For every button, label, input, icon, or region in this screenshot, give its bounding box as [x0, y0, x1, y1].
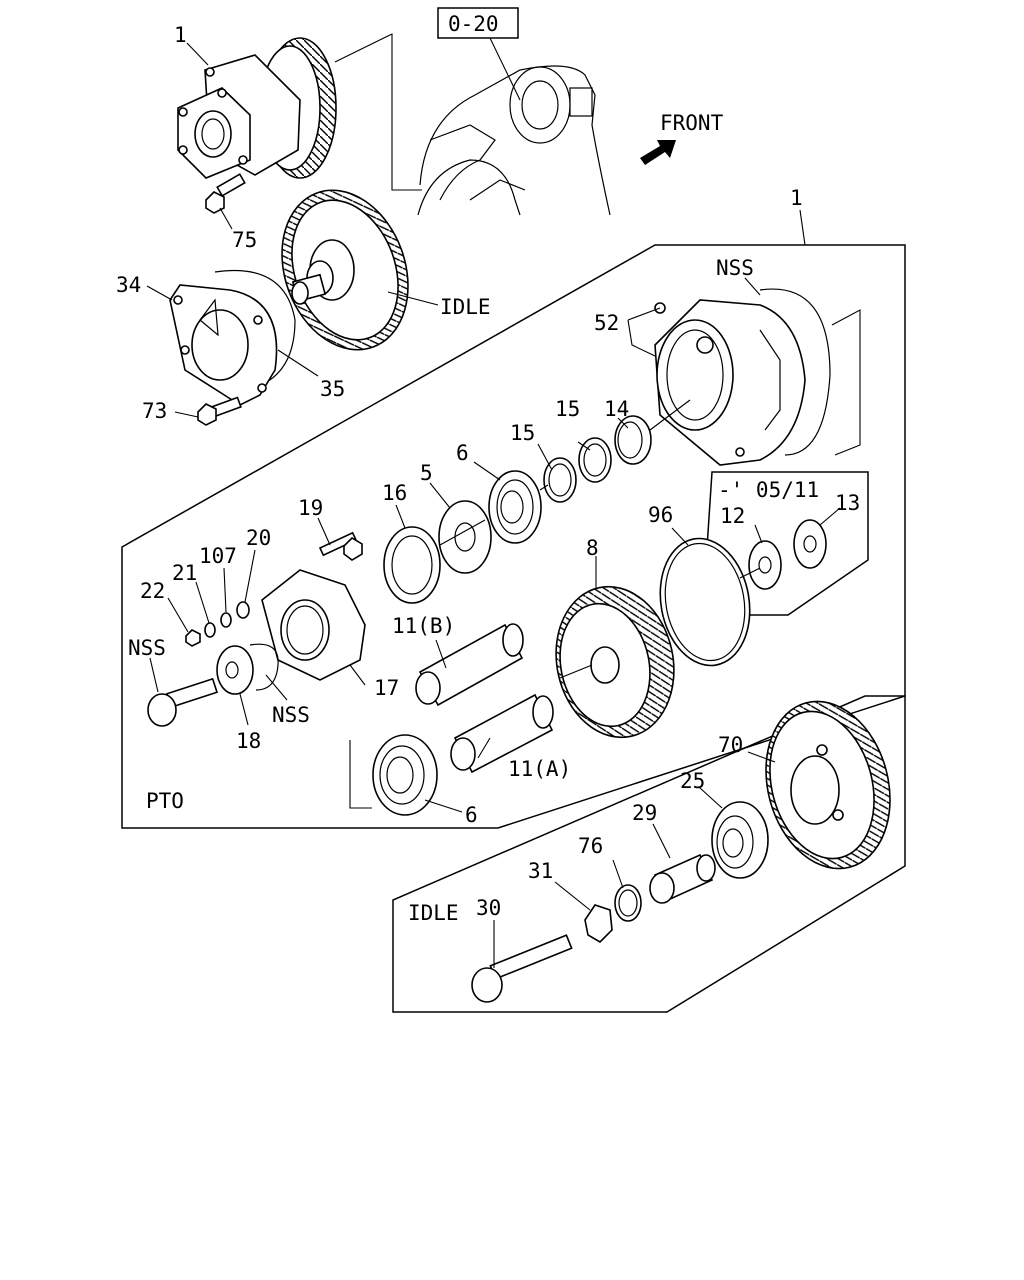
callout-29: 29	[632, 801, 657, 825]
callout-96: 96	[648, 503, 673, 527]
snap-ring-15b	[578, 437, 612, 483]
callout-34: 34	[116, 273, 141, 297]
idle-frame	[392, 695, 906, 1013]
leader-lines	[146, 42, 841, 968]
idle-gear-70	[765, 700, 891, 870]
washer-21	[204, 622, 216, 638]
callout-1-top: 1	[174, 23, 187, 47]
seal-16	[383, 526, 441, 604]
bearing-6-upper	[488, 470, 542, 544]
callout-11a: 11(A)	[508, 757, 571, 781]
gasket-35	[214, 270, 296, 391]
callout-8: 8	[586, 536, 599, 560]
reference-box-label: 0-20	[448, 12, 499, 36]
label-nss-top: NSS	[716, 256, 754, 280]
cover-34	[169, 284, 278, 406]
washer-18	[216, 645, 254, 695]
spacer-20	[236, 601, 250, 619]
callout-75: 75	[232, 228, 257, 252]
callout-52: 52	[594, 311, 619, 335]
callout-31: 31	[528, 859, 553, 883]
callout-15b: 15	[555, 397, 580, 421]
callout-11b: 11(B)	[392, 614, 455, 638]
callout-13: 13	[835, 491, 860, 515]
shaft-bracket	[349, 740, 372, 809]
washer-107	[220, 612, 232, 628]
ring-76	[614, 884, 642, 922]
pto-assembly-top	[177, 37, 337, 179]
housing-bracket	[831, 309, 861, 456]
callout-14: 14	[604, 397, 629, 421]
idle-gear-upper	[281, 189, 409, 351]
washer-12	[748, 540, 782, 590]
seal-nss	[249, 643, 279, 691]
callout-6-lower: 6	[465, 803, 478, 827]
idle-gear-label: IDLE	[440, 295, 491, 319]
label-nss-bolt: NSS	[128, 636, 166, 660]
bolt-nss	[147, 677, 218, 727]
flange-17	[261, 569, 366, 681]
shaft-11a	[450, 693, 554, 774]
callout-19: 19	[298, 496, 323, 520]
callout-76: 76	[578, 834, 603, 858]
bearing-6-lower	[372, 734, 438, 816]
top-assembly-bracket	[334, 33, 422, 191]
label-nss-washer: NSS	[272, 703, 310, 727]
callout-12: 12	[720, 504, 745, 528]
callout-73: 73	[142, 399, 167, 423]
callout-20: 20	[246, 526, 271, 550]
label-pto: PTO	[146, 789, 184, 813]
callout-25: 25	[680, 769, 705, 793]
timing-case	[417, 65, 611, 216]
nut-22	[185, 629, 201, 647]
shaft-11b	[415, 623, 524, 707]
washer-5	[438, 500, 492, 574]
o-ring-96	[659, 537, 751, 667]
callout-6-upper: 6	[456, 441, 469, 465]
bolt-30	[471, 934, 573, 1003]
shaft-29	[649, 853, 716, 904]
nut-31	[584, 904, 613, 944]
callout-30: 30	[476, 896, 501, 920]
bolt-19	[318, 531, 363, 561]
bolt-73	[197, 396, 242, 426]
front-arrow-icon	[640, 140, 676, 165]
front-label: FRONT	[660, 111, 724, 135]
callout-70: 70	[718, 733, 743, 757]
date-range-note: -' 05/11	[718, 478, 819, 502]
washer-13	[793, 519, 827, 569]
pto-frame	[121, 244, 906, 829]
callout-1-frame: 1	[790, 186, 803, 210]
label-idle-group: IDLE	[408, 901, 459, 925]
callout-107: 107	[199, 544, 237, 568]
callout-21: 21	[172, 561, 197, 585]
callout-18: 18	[236, 729, 261, 753]
race-14	[614, 415, 652, 465]
callout-17: 17	[374, 676, 399, 700]
callout-5: 5	[420, 461, 433, 485]
bolt-75	[205, 173, 246, 214]
callout-35: 35	[320, 377, 345, 401]
callout-16: 16	[382, 481, 407, 505]
pto-housing	[654, 288, 831, 466]
gear-8	[555, 585, 675, 739]
callout-15a: 15	[510, 421, 535, 445]
callout-22: 22	[140, 579, 165, 603]
reference-box	[437, 7, 519, 39]
bearing-25	[711, 801, 769, 879]
